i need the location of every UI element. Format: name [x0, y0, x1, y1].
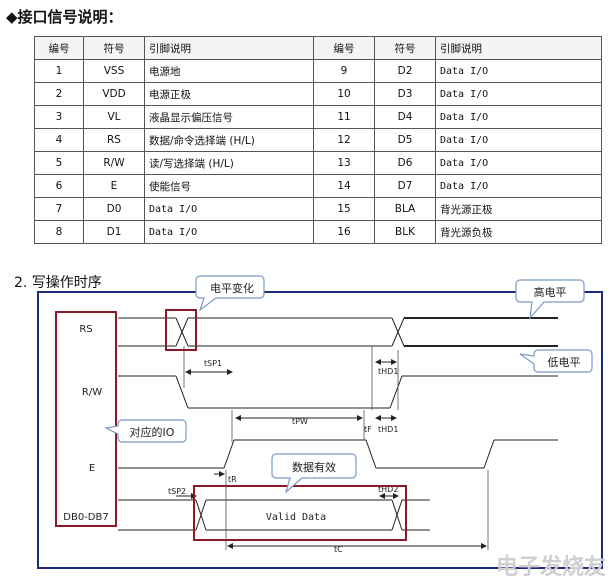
- rs-waveform: [118, 317, 558, 347]
- tc-label: tC: [334, 545, 343, 554]
- cell-symbol: D7: [374, 174, 436, 198]
- cell-desc: Data I/O: [435, 174, 602, 198]
- tsp1-label: tSP1: [204, 359, 222, 368]
- callout-low-level: 低电平: [519, 349, 593, 373]
- table-row: 4 RS 数据/命令选择端 (H/L) 12 D5 Data I/O: [34, 128, 602, 152]
- callout-io: 对应的IO: [104, 419, 187, 443]
- cell-symbol: VSS: [83, 59, 145, 83]
- callout-high-level: 高电平: [515, 279, 585, 320]
- cell-num: 2: [34, 82, 84, 106]
- cell-num: 1: [34, 59, 84, 83]
- tf-label: tF: [364, 425, 372, 434]
- rs-transition-highlight: [165, 309, 197, 351]
- header-num-1: 编号: [34, 36, 84, 60]
- signal-db-label: DB0-DB7: [63, 512, 108, 523]
- watermark-logo: 电子发烧友: [496, 554, 606, 580]
- cell-symbol: VDD: [83, 82, 145, 106]
- timing-guides: [183, 346, 489, 550]
- cell-symbol: D6: [374, 151, 436, 175]
- section-title-write-timing: 2. 写操作时序: [14, 275, 102, 291]
- table-row: 1 VSS 电源地 9 D2 Data I/O: [34, 59, 602, 83]
- header-sym-1: 符号: [83, 36, 145, 60]
- table-header-row: 编号 符号 引脚说明 编号 符号 引脚说明: [34, 36, 602, 60]
- signal-label-box: [55, 311, 117, 527]
- tr-label: tR: [228, 475, 237, 484]
- cell-symbol: D5: [374, 128, 436, 152]
- cell-num: 14: [313, 174, 375, 198]
- callout-level-change: 电平变化: [195, 275, 265, 312]
- cell-num: 12: [313, 128, 375, 152]
- cell-symbol: E: [83, 174, 145, 198]
- cell-num: 11: [313, 105, 375, 129]
- cell-symbol: BLK: [374, 220, 436, 244]
- callout-io-text: 对应的IO: [130, 425, 175, 439]
- e-waveform: [118, 439, 558, 469]
- cell-num: 8: [34, 220, 84, 244]
- cell-symbol: R/W: [83, 151, 145, 175]
- callout-low-level-text: 低电平: [548, 356, 581, 369]
- cell-symbol: VL: [83, 105, 145, 129]
- signal-rs-label: RS: [79, 324, 92, 335]
- callout-high-level-text: 高电平: [534, 285, 567, 299]
- cell-symbol: D2: [374, 59, 436, 83]
- signal-rw-label: R/W: [82, 387, 102, 398]
- cell-symbol: D1: [83, 220, 145, 244]
- section-title-interface: ◆接口信号说明：: [6, 8, 123, 26]
- signal-e-label: E: [89, 463, 95, 474]
- callout-data-valid: 数据有效: [271, 453, 357, 494]
- rw-waveform: [118, 375, 558, 409]
- table-row: 6 E 使能信号 14 D7 Data I/O: [34, 174, 602, 198]
- valid-data-highlight: [193, 485, 407, 541]
- table-row: 8 D1 Data I/O 16 BLK 背光源负极: [34, 220, 602, 244]
- thd2-label: tHD2: [378, 485, 398, 494]
- pin-table: 编号 符号 引脚说明 编号 符号 引脚说明 1 VSS 电源地 9 D2 Dat…: [34, 36, 602, 244]
- table-row: 5 R/W 读/写选择端 (H/L) 13 D6 Data I/O: [34, 151, 602, 175]
- cell-desc: 电源正极: [144, 82, 314, 106]
- thd1-label: tHD1: [378, 367, 398, 376]
- diagram-frame: [37, 291, 603, 569]
- callout-data-valid-text: 数据有效: [292, 460, 336, 474]
- io-highlight: [55, 311, 117, 527]
- cell-desc: Data I/O: [435, 82, 602, 106]
- cell-desc: Data I/O: [435, 128, 602, 152]
- timing-arrows: [176, 359, 487, 549]
- cell-desc: Data I/O: [144, 220, 314, 244]
- cell-num: 10: [313, 82, 375, 106]
- header-num-2: 编号: [313, 36, 375, 60]
- cell-symbol: RS: [83, 128, 145, 152]
- cell-desc: 液晶显示偏压信号: [144, 105, 314, 129]
- cell-num: 16: [313, 220, 375, 244]
- cell-symbol: D4: [374, 105, 436, 129]
- cell-desc: 读/写选择端 (H/L): [144, 151, 314, 175]
- cell-desc: 数据/命令选择端 (H/L): [144, 128, 314, 152]
- cell-desc: Data I/O: [435, 59, 602, 83]
- callout-level-change-text: 电平变化: [210, 281, 254, 295]
- tpw-label: tPW: [292, 417, 308, 426]
- header-sym-2: 符号: [374, 36, 436, 60]
- tsp2-label: tSP2: [168, 487, 186, 496]
- header-desc-1: 引脚说明: [144, 36, 314, 60]
- header-desc-2: 引脚说明: [435, 36, 602, 60]
- cell-desc: 背光源负极: [435, 220, 602, 244]
- valid-data-label: Valid Data: [266, 512, 326, 523]
- table-row: 3 VL 液晶显示偏压信号 11 D4 Data I/O: [34, 105, 602, 129]
- thd1b-label: tHD1: [378, 425, 398, 434]
